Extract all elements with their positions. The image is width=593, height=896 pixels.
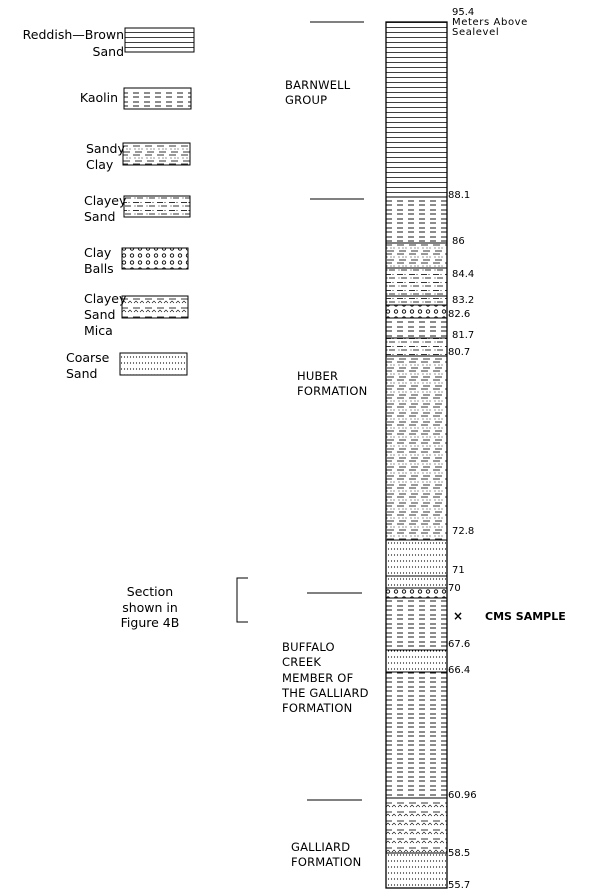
depth-mark: 83.2	[452, 296, 474, 306]
column-layer	[386, 576, 447, 588]
column-layer	[386, 22, 447, 197]
bracket-line	[237, 578, 248, 622]
column-layer	[386, 268, 447, 296]
legend-swatches	[120, 28, 194, 375]
legend-label-kaolin: Kaolin	[60, 92, 118, 105]
depth-mark: 67.6	[448, 640, 470, 650]
column-layer	[386, 540, 447, 576]
column-layer	[386, 296, 447, 305]
depth-units-label: Meters Above Sealevel	[452, 18, 547, 38]
legend-swatch-clay-balls	[122, 248, 188, 269]
depth-mark: 70	[448, 584, 461, 594]
column-layer	[386, 672, 447, 798]
legend-label-clay-balls: Clay Balls	[84, 245, 118, 277]
column-layer	[386, 588, 447, 598]
legend-swatch-coarse-sand	[120, 353, 187, 375]
legend-label-coarse-sand: Coarse Sand	[66, 350, 112, 382]
depth-mark: 58.5	[448, 849, 470, 859]
depth-mark: 88.1	[448, 191, 470, 201]
depth-mark: 82.6	[448, 310, 470, 320]
column-layer	[386, 338, 447, 356]
legend-swatch-clayey-sand-mica	[122, 296, 188, 318]
section-bracket	[237, 578, 248, 622]
legend-swatch-sandy-clay	[123, 143, 190, 165]
depth-mark: 55.7	[448, 881, 470, 891]
column-layer	[386, 318, 447, 338]
legend-label-reddish-brown-sand-text: Reddish—Brown Sand	[10, 26, 124, 60]
legend-label-clayey-sand-mica: Clayey Sand Mica	[84, 291, 120, 339]
column-layer	[386, 356, 447, 540]
formation-label-buffalo-creek: BUFFALO CREEK MEMBER OF THE GALLIARD FOR…	[282, 640, 374, 716]
column-section	[386, 22, 447, 888]
legend-label-sandy-clay: Sandy Clay	[86, 141, 121, 173]
depth-mark: 72.8	[452, 527, 474, 537]
column-layer	[386, 853, 447, 888]
column-layer	[386, 305, 447, 318]
depth-mark: 60.96	[448, 791, 477, 801]
sample-marker-icon: ×	[453, 610, 463, 622]
column-layer	[386, 650, 447, 672]
depth-mark: 80.7	[448, 348, 470, 358]
column-layer	[386, 197, 447, 243]
legend-label-clayey-sand: Clayey Sand	[84, 193, 120, 225]
column-layer	[386, 598, 447, 650]
depth-mark: 84.4	[452, 270, 474, 280]
legend-swatch-clayey-sand	[124, 196, 190, 217]
section-note: Section shown in Figure 4B	[110, 584, 190, 631]
column-layer	[386, 798, 447, 853]
legend-swatch-reddish-brown-sand	[125, 28, 194, 52]
depth-mark: 81.7	[452, 331, 474, 341]
depth-mark: 66.4	[448, 666, 470, 676]
formation-label-huber: HUBER FORMATION	[297, 369, 382, 399]
column-layer	[386, 243, 447, 268]
legend-label-reddish-brown-sand: Reddish—Brown Sand	[10, 26, 124, 60]
formation-label-barnwell: BARNWELL GROUP	[285, 78, 370, 108]
legend-swatch-kaolin	[124, 88, 191, 109]
depth-mark: 86	[452, 237, 465, 247]
formation-label-galliard: GALLIARD FORMATION	[291, 840, 376, 870]
depth-mark: 71	[452, 566, 465, 576]
sample-label: CMS SAMPLE	[485, 611, 566, 622]
